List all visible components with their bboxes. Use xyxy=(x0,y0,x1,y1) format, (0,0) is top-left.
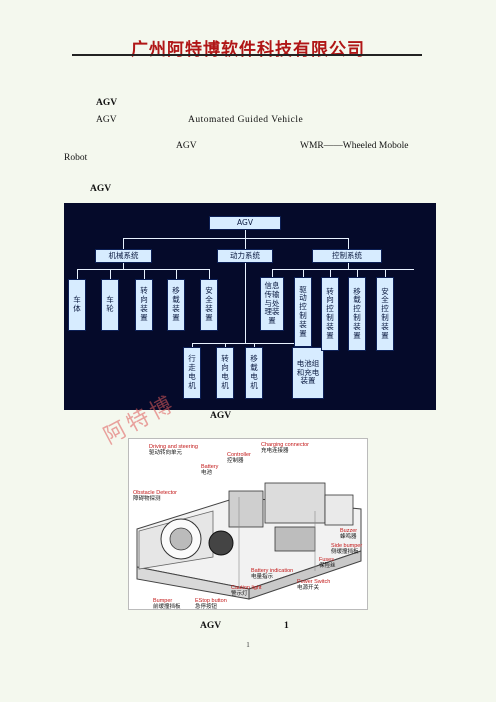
ctrl-item: 信息传输与处理装置 xyxy=(260,277,284,331)
company-header: 广州阿特博软件科技有限公司 xyxy=(131,40,365,60)
agv-illustration xyxy=(136,482,362,600)
figure-number: 1 xyxy=(284,621,289,631)
group-mechanical: 机械系统 xyxy=(95,249,152,263)
section-heading-agv: AGV xyxy=(96,98,118,108)
header-rule xyxy=(72,54,422,56)
ctrl-item: 移载控制装置 xyxy=(348,277,366,351)
power-item: 行走电机 xyxy=(183,347,201,399)
page-number: 1 xyxy=(246,641,250,649)
para-robot: Robot xyxy=(64,153,88,163)
mech-item: 车体 xyxy=(68,279,86,331)
figure-caption-1: AGV xyxy=(210,411,232,421)
mech-item: 移载装置 xyxy=(167,279,185,331)
group-control: 控制系统 xyxy=(312,249,382,263)
intro-agv: AGV xyxy=(96,115,117,125)
ctrl-item: 驱动控制装置 xyxy=(294,277,312,347)
ctrl-item: 安全控制装置 xyxy=(376,277,394,351)
group-power: 动力系统 xyxy=(217,249,273,263)
mech-item: 安全装置 xyxy=(200,279,218,331)
para-agv: AGV xyxy=(176,141,197,151)
intro-agv-fullname: Automated Guided Vehicle xyxy=(188,115,304,125)
agv-structure-diagram: AGV 机械系统 动力系统 控制系统 车体 车轮 转向装置 移载装置 安全装置 … xyxy=(64,203,436,410)
ctrl-item: 转向控制装置 xyxy=(321,277,339,351)
mech-item: 转向装置 xyxy=(135,279,153,331)
mech-item: 车轮 xyxy=(101,279,119,331)
power-item: 电池组和充电装置 xyxy=(292,347,324,399)
para-wmr: WMR——Wheeled Mobole xyxy=(300,141,409,151)
figure-caption-2: AGV xyxy=(200,621,222,631)
diagram-heading: AGV xyxy=(90,184,112,194)
power-item: 移载电机 xyxy=(245,347,263,399)
diagram-root: AGV xyxy=(209,216,281,230)
power-item: 转向电机 xyxy=(216,347,234,399)
